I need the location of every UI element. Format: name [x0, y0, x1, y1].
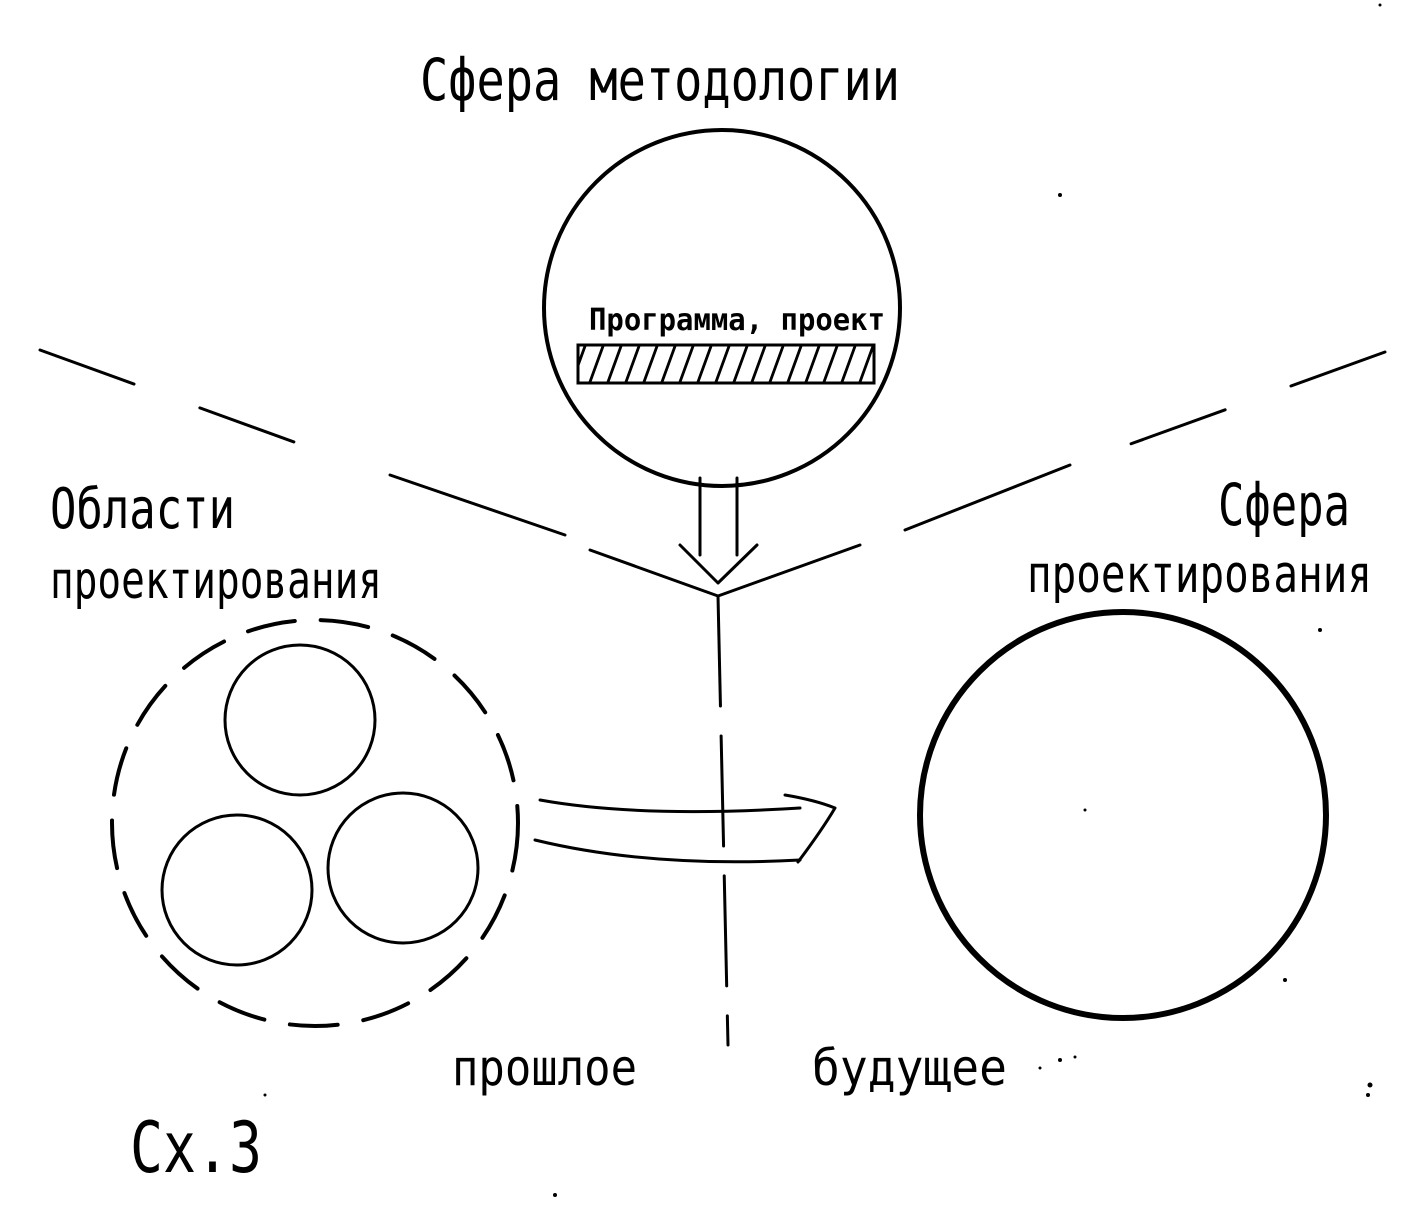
design-area-circle-right	[326, 791, 480, 945]
program-project-label: Программа, проект	[589, 303, 885, 338]
methodology-sphere-title: Сфера методологии	[420, 46, 900, 114]
scan-specks	[263, 3, 1382, 1197]
design-areas-title-line1: Области	[50, 477, 235, 542]
design-areas-title-line2: проектирования	[50, 551, 382, 611]
right-boundary-line	[716, 350, 1387, 598]
design-areas-group	[110, 618, 520, 1028]
past-label: прошлое	[452, 1039, 637, 1097]
design-area-circle-left	[160, 813, 314, 967]
transition-arrow	[533, 793, 837, 864]
methodology-sphere-circle	[542, 128, 902, 488]
program-project-bar	[576, 343, 876, 385]
methodology-down-arrow	[678, 476, 759, 585]
time-divider-line	[716, 594, 730, 1047]
future-label: будущее	[812, 1039, 1007, 1097]
left-boundary-line	[38, 348, 720, 598]
design-sphere-circle	[917, 609, 1329, 1021]
design-sphere-title-line1: Сфера	[1218, 471, 1350, 539]
design-areas-outer-dashed-circle	[110, 618, 520, 1028]
design-area-circle-top	[223, 643, 377, 797]
design-sphere-title-line2: проектирования	[1027, 545, 1372, 605]
scheme-number-label: Сх.3	[130, 1107, 262, 1189]
